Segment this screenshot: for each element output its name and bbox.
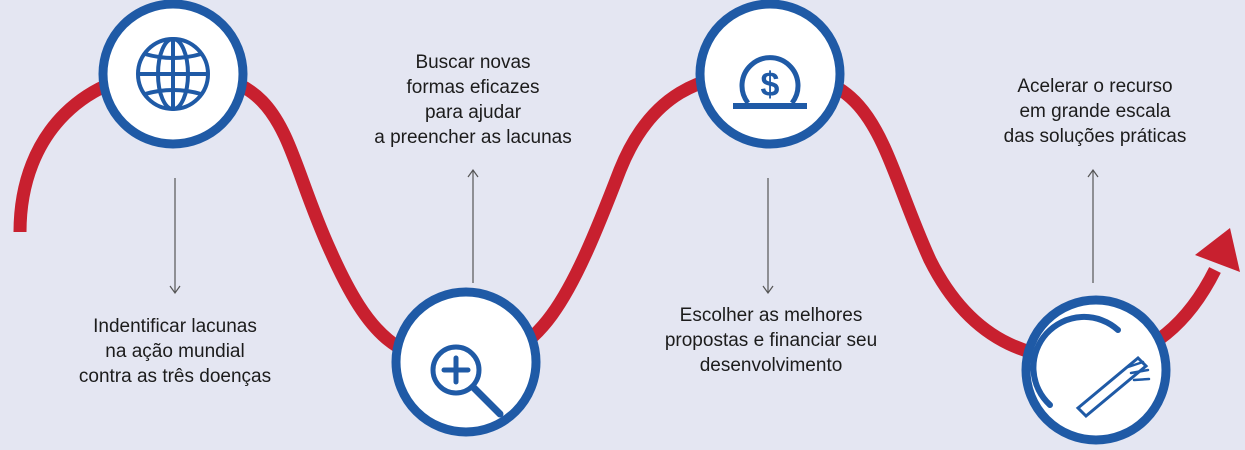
connector-step-4 (1087, 168, 1099, 283)
step-4-label: Acelerar o recurso em grande escala das … (960, 74, 1230, 149)
step-4-line-1: Acelerar o recurso (1017, 76, 1173, 97)
step-3-line-1: Escolher as melhores (679, 305, 863, 326)
connector-step-1 (169, 178, 181, 295)
dollar-coin-icon: $ (733, 55, 807, 109)
svg-text:$: $ (761, 66, 780, 104)
step-1-line-3: contra as três doenças (78, 366, 272, 387)
step-1-line-2: na ação mundial (105, 341, 245, 362)
step-2-label: Buscar novas formas eficazes para ajudar… (328, 50, 618, 150)
path-arrowhead (1195, 228, 1240, 272)
step-4-badge (1021, 295, 1171, 445)
step-2-line-3: para ajudar (424, 102, 522, 123)
step-1-badge (98, 0, 248, 149)
step-4-line-3: das soluções práticas (1003, 126, 1187, 147)
step-4-line-2: em grande escala (1019, 101, 1171, 122)
step-3-line-2: propostas e financiar seu (664, 330, 878, 351)
step-2-badge (391, 287, 541, 437)
step-3-line-3: desenvolvimento (699, 355, 843, 376)
step-2-line-2: formas eficazes (406, 77, 540, 98)
connector-step-2 (467, 168, 479, 283)
step-1-label: Indentificar lacunas na ação mundial con… (60, 314, 290, 389)
step-2-line-1: Buscar novas (415, 52, 531, 73)
magnifier-plus-icon (430, 344, 504, 418)
speedometer-icon (1030, 313, 1151, 419)
step-2-line-4: a preencher as lacunas (374, 127, 572, 148)
step-3-label: Escolher as melhores propostas e financi… (626, 303, 916, 378)
step-1-line-1: Indentificar lacunas (93, 316, 257, 337)
step-3-badge: $ (695, 0, 845, 149)
connector-step-3 (762, 178, 774, 295)
globe-icon (136, 37, 210, 111)
